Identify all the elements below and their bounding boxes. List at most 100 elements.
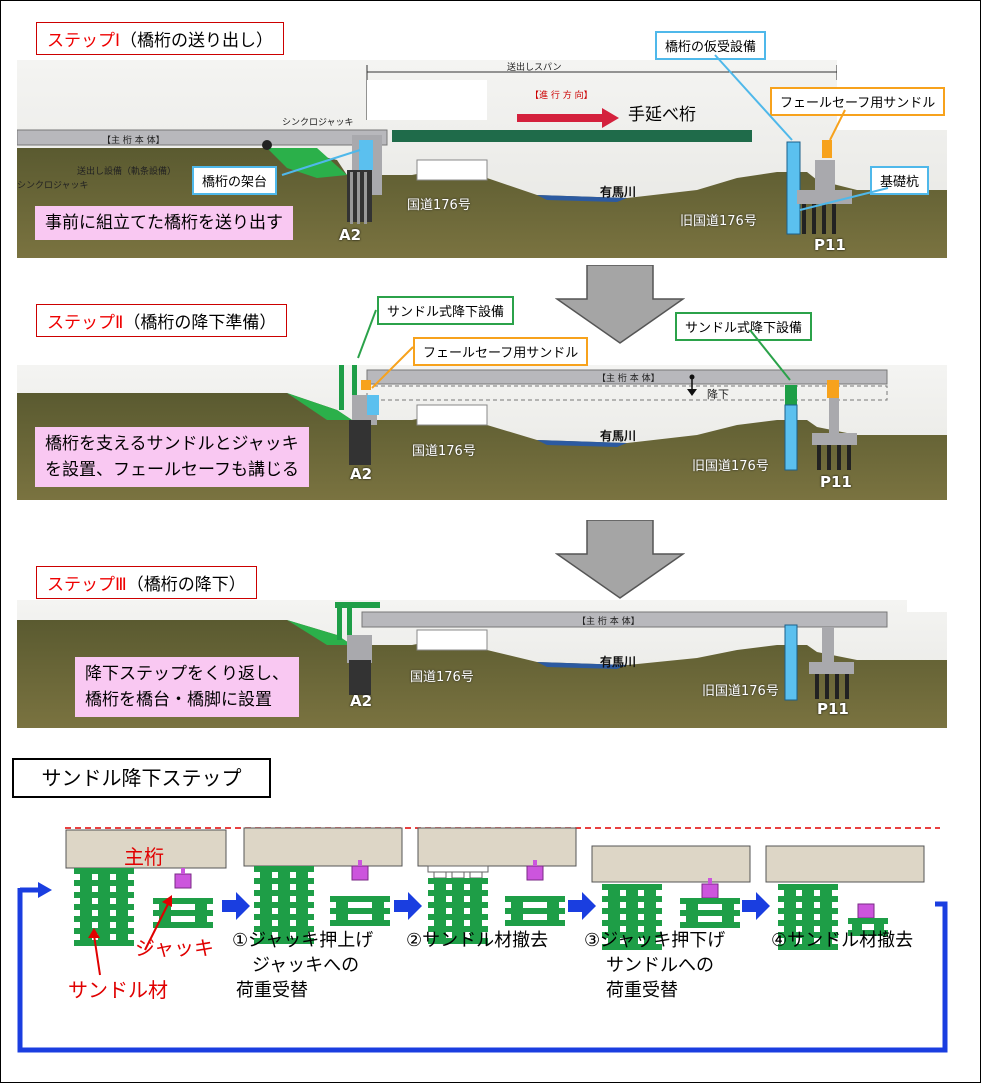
sandle-block bbox=[296, 920, 308, 926]
sandle-bar bbox=[330, 908, 390, 914]
sandle-block bbox=[260, 932, 272, 938]
sandle-block bbox=[820, 938, 832, 944]
sandle-block bbox=[874, 924, 884, 930]
sandle-block bbox=[470, 908, 482, 914]
sandle-block bbox=[644, 890, 656, 896]
sandle-step-1-line1: ①ジャッキ押上げ bbox=[232, 930, 374, 951]
sandle-block bbox=[372, 902, 384, 908]
sandle-bar bbox=[505, 896, 565, 902]
flow-arrow-icon bbox=[568, 892, 596, 920]
sandle-block bbox=[802, 890, 814, 896]
jack-stem bbox=[358, 860, 362, 866]
launch-equipment-label: 送出し設備（軌条設備） bbox=[77, 167, 177, 177]
sandle-block bbox=[686, 916, 698, 922]
sandle-block bbox=[433, 871, 447, 879]
sandle-bar bbox=[778, 896, 838, 902]
sandle-block bbox=[195, 904, 207, 910]
step3-description-line2: 橋桁を橋台・橋脚に設置 bbox=[85, 690, 272, 710]
step1-title: ステップⅠ（橋桁の送り出し） bbox=[36, 22, 285, 55]
sandle-block bbox=[722, 916, 734, 922]
sandle-bar bbox=[428, 890, 488, 896]
sandle-block bbox=[278, 872, 290, 878]
sandle-block bbox=[80, 922, 92, 928]
abutment-label: A2 bbox=[339, 226, 362, 244]
sandle-bar bbox=[602, 896, 662, 902]
girder-2 bbox=[243, 827, 403, 867]
sandle-block bbox=[626, 914, 638, 920]
sandle-block bbox=[802, 914, 814, 920]
sandle-block bbox=[820, 902, 832, 908]
sandle-block bbox=[296, 884, 308, 890]
sandle-step-1: ①ジャッキ押上げ ジャッキへの 荷重受替 bbox=[232, 928, 373, 1003]
sandle-bar bbox=[680, 910, 740, 916]
sandle-block bbox=[802, 926, 814, 932]
sandle-block bbox=[296, 908, 308, 914]
sandle-bar bbox=[602, 908, 662, 914]
sandle-bar bbox=[778, 944, 838, 950]
sandle-block bbox=[98, 886, 110, 892]
step2-panel: 【主 桁 本 体】 降下 有馬川 国道176号 旧国道176号 A2 P11 bbox=[17, 365, 947, 500]
sandle-block bbox=[802, 902, 814, 908]
sandle-block bbox=[434, 932, 446, 938]
sandle-block bbox=[260, 884, 272, 890]
callout-failsafe-sandle: フェールセーフ用サンドル bbox=[770, 87, 946, 116]
sandle-block bbox=[116, 886, 128, 892]
sandle-block bbox=[116, 934, 128, 940]
sandle-block bbox=[296, 896, 308, 902]
step3-title-text: （橋桁の降下） bbox=[126, 575, 246, 595]
step-arrow-down-icon bbox=[555, 265, 685, 344]
pier-label: P11 bbox=[814, 236, 846, 254]
flow-arrow-icon bbox=[222, 892, 250, 920]
sandle-block bbox=[116, 874, 128, 880]
sandle-block bbox=[852, 924, 862, 930]
step3-title: ステップⅢ（橋桁の降下） bbox=[36, 566, 257, 599]
girder-4 bbox=[591, 845, 751, 883]
step1-description: 事前に組立てた橋桁を送り出す bbox=[35, 206, 293, 240]
sandle-bar bbox=[74, 904, 134, 910]
jack bbox=[701, 883, 719, 899]
jack bbox=[857, 903, 875, 919]
callout-failsafe-sandle-2: フェールセーフ用サンドル bbox=[413, 337, 589, 366]
sandle-step-3: ③ジャッキ押下げ サンドルへの 荷重受替 bbox=[584, 928, 725, 1003]
river-label: 有馬川 bbox=[600, 185, 637, 199]
loop-arrow-icon bbox=[38, 882, 52, 898]
sandle-block bbox=[434, 896, 446, 902]
route-national-label: 国道176号 bbox=[412, 444, 476, 459]
callout-bridge-rest: 橋桁の架台 bbox=[192, 166, 278, 195]
sandle-block bbox=[608, 902, 620, 908]
loop-line bbox=[17, 888, 948, 1053]
jack-stem bbox=[708, 878, 712, 884]
sandle-bar bbox=[428, 926, 488, 932]
sandle-bar bbox=[602, 884, 662, 890]
sandle-bar bbox=[680, 922, 740, 928]
sandle-block bbox=[470, 932, 482, 938]
route-old-label: 旧国道176号 bbox=[680, 214, 757, 229]
sandle-block bbox=[434, 884, 446, 890]
sandle-block bbox=[116, 910, 128, 916]
sandle-block bbox=[260, 896, 272, 902]
main-girder-label: 【主 桁 本 体】 bbox=[577, 617, 640, 627]
sandle-step-2: ②サンドル材撤去 bbox=[406, 928, 548, 953]
sandle-block bbox=[644, 914, 656, 920]
jack bbox=[174, 873, 192, 889]
sandle-block bbox=[159, 916, 171, 922]
sandle-block bbox=[452, 908, 464, 914]
direction-label: 【進 行 方 向】 bbox=[530, 91, 593, 101]
sandle-block bbox=[98, 934, 110, 940]
step3-description: 降下ステップをくり返し、橋桁を橋台・橋脚に設置 bbox=[75, 657, 299, 717]
sandle-block bbox=[98, 874, 110, 880]
sandle-bar bbox=[254, 866, 314, 872]
sandle-block bbox=[452, 884, 464, 890]
sandle-block bbox=[470, 920, 482, 926]
sandle-block bbox=[784, 914, 796, 920]
sandle-block bbox=[820, 890, 832, 896]
route-national-label: 国道176号 bbox=[407, 198, 471, 213]
sandle-block bbox=[608, 926, 620, 932]
abutment-label: A2 bbox=[350, 465, 373, 483]
sandle-block bbox=[626, 902, 638, 908]
sandle-block bbox=[470, 884, 482, 890]
sandle-bar bbox=[602, 920, 662, 926]
sandle-block bbox=[469, 871, 483, 879]
sandle-bar bbox=[74, 880, 134, 886]
route-national-label: 国道176号 bbox=[410, 670, 474, 685]
